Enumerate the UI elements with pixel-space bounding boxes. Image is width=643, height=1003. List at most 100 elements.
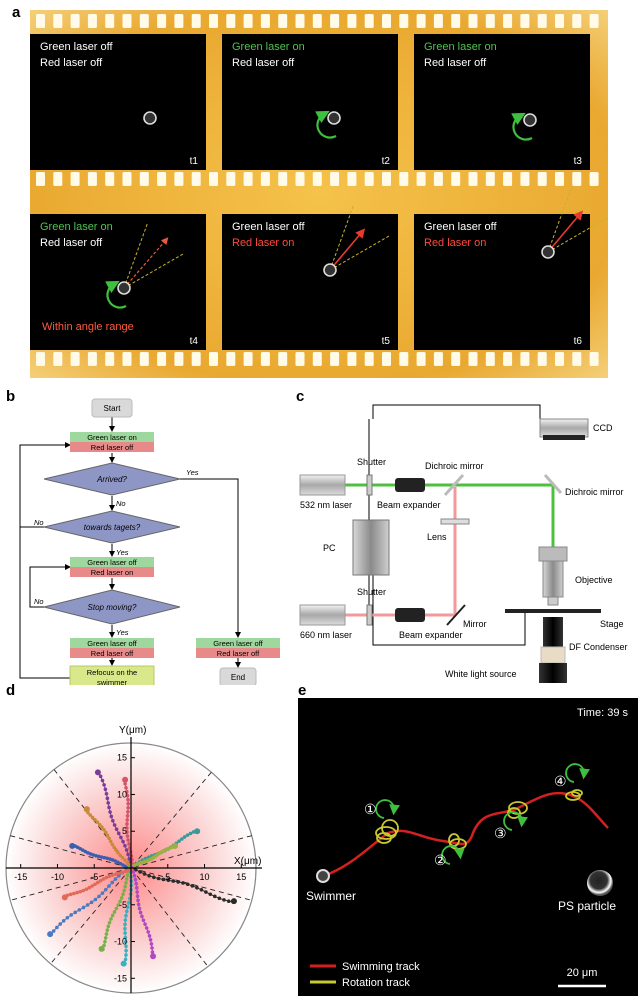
flow-red-on-2-label: Red laser on [91, 568, 134, 577]
flow-green-on-1 [70, 432, 154, 442]
frame-green-status: Green laser off [40, 41, 114, 53]
panel-label-b: b [6, 388, 16, 405]
flow-yes-towards: Yes [116, 548, 129, 557]
film-sprocket-hole [555, 14, 564, 28]
x-tick-label: -5 [90, 872, 98, 882]
film-sprocket-hole [157, 352, 167, 366]
film-sprocket-hole [572, 172, 582, 186]
flow-diamond-arrived [43, 462, 181, 496]
film-sprocket-hole [399, 352, 409, 366]
angle-divider-line [10, 835, 252, 901]
film-sprocket-hole [191, 14, 201, 28]
laser-660 [299, 604, 346, 626]
frame-time-label: t3 [574, 156, 583, 167]
rotation-tracks [375, 789, 583, 850]
y-tick-label: -10 [114, 937, 127, 947]
film-sprocket-hole [330, 14, 340, 28]
panel-label-d: d [6, 682, 16, 699]
legend-swim-label: Swimming track [342, 961, 420, 973]
film-sprocket-hole [226, 172, 236, 186]
x-tick-label: -15 [14, 872, 27, 882]
film-sprocket-hole [295, 172, 305, 186]
lens-label: Lens [427, 532, 447, 542]
film-sprocket-hole [243, 172, 253, 186]
y-tick-label: 10 [117, 789, 127, 799]
trajectory-endpoint [230, 898, 237, 905]
dichroic-mirror-2 [543, 474, 563, 494]
film-sprocket-hole [157, 14, 167, 28]
ccd-label: CCD [593, 423, 613, 433]
angle-divider-line [50, 771, 212, 965]
objective-label: Objective [575, 575, 613, 585]
film-sprocket-hole [485, 14, 495, 28]
dichroic-mirror-1-label: Dichroic mirror [425, 461, 484, 471]
film-sprocket-hole [416, 14, 426, 28]
trajectory-endpoint [122, 776, 129, 783]
film-sprocket-hole [503, 172, 513, 186]
film-sprocket-hole [503, 352, 513, 366]
frame-green-status: Green laser on [40, 221, 113, 233]
film-sprocket-hole [243, 352, 253, 366]
film-sprocket-hole [87, 352, 97, 366]
flow-refocus-label-1: Refocus on the [87, 668, 137, 677]
film-sprocket-hole [226, 352, 236, 366]
trajectory-endpoint [150, 953, 157, 960]
flow-green-on-1-label: Green laser on [87, 433, 137, 442]
flow-diamond-towards [43, 510, 181, 544]
film-sprocket-hole [174, 352, 184, 366]
film-sprocket-hole [347, 14, 357, 28]
frame-time-label: t6 [574, 336, 583, 347]
laser-532-label: 532 nm laser [300, 500, 352, 510]
film-sprocket-hole [139, 352, 149, 366]
film-sprocket-hole [36, 172, 45, 186]
film-sprocket-hole [209, 172, 218, 186]
flow-red-on-2 [70, 567, 154, 577]
flow-towards-label: towards tagets? [84, 523, 141, 532]
time-label: Time: 39 s [577, 707, 628, 719]
swimmer-particle [541, 245, 555, 259]
pc-box [352, 519, 390, 576]
panel-label-a: a [12, 4, 21, 21]
film-sprocket-hole [572, 14, 582, 28]
frame-note: Within angle range [42, 321, 134, 333]
flow-red-off-3-label: Red laser off [91, 649, 134, 658]
swimmer-particle [523, 113, 537, 127]
shutter-2 [366, 604, 373, 626]
trajectory-2 [122, 776, 135, 870]
frame-red-status: Red laser off [232, 57, 295, 69]
trajectory-endpoint [194, 828, 201, 835]
film-sprocket-hole [70, 172, 80, 186]
x-axis-label: X(μm) [234, 856, 261, 867]
film-sprocket-hole [330, 352, 340, 366]
panel-b-flowchart: Start Green laser on Red laser off Arriv… [19, 398, 280, 685]
film-sprocket-hole [243, 14, 253, 28]
film-sprocket-hole [278, 14, 288, 28]
swimmer-particle [143, 111, 157, 125]
flow-diamond-stop [43, 589, 181, 625]
scale-bar-label: 20 μm [567, 967, 598, 979]
film-sprocket-hole [260, 172, 270, 186]
film-sprocket-hole [589, 352, 599, 366]
film-sprocket-hole [53, 14, 63, 28]
flow-red-off-1-label: Red laser off [91, 443, 134, 452]
film-sprocket-hole [433, 14, 443, 28]
trajectory-6 [69, 842, 133, 871]
angle-divider-line [53, 769, 209, 967]
film-sprocket-hole [260, 14, 270, 28]
film-sprocket-hole [278, 352, 288, 366]
flow-start [91, 398, 133, 418]
trajectory-endpoint [172, 842, 179, 849]
y-tick-label: 15 [117, 753, 127, 763]
film-sprocket-hole [36, 352, 45, 366]
stage-label: Stage [600, 619, 624, 629]
trajectory-endpoint [47, 931, 54, 938]
panel-e-swimmer-image: Time: 39 s ① ② ③ ④ Swimmer PS particle S… [298, 698, 638, 996]
dark-field-background [298, 698, 638, 996]
flow-green-off-2 [70, 557, 154, 567]
ccd-camera [539, 418, 589, 438]
